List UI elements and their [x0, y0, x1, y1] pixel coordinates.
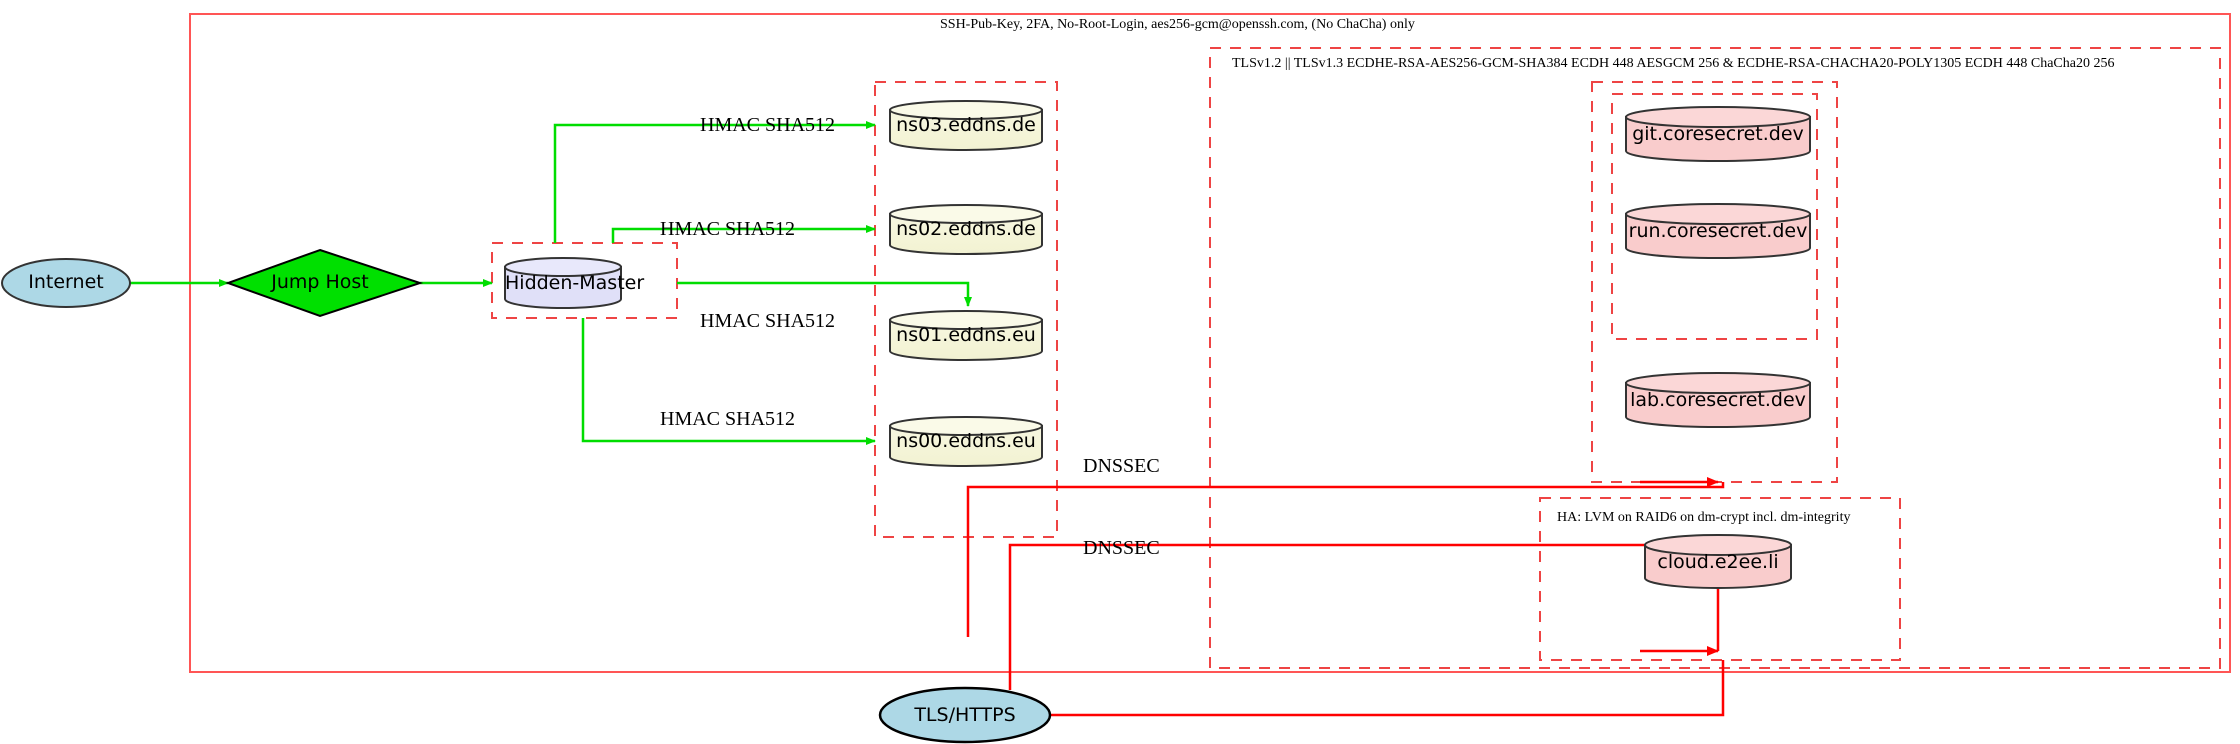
- node-git-coresecret[interactable]: [1625, 106, 1811, 162]
- tls-cluster-box: [1209, 47, 2221, 669]
- edge-label-hmac-ns01: HMAC SHA512: [700, 310, 836, 332]
- ssh-policy-label: SSH-Pub-Key, 2FA, No-Root-Login, aes256-…: [940, 17, 1415, 32]
- node-ns02[interactable]: [889, 204, 1043, 255]
- dns-cluster-box: [874, 81, 1058, 538]
- edge-label-hmac-ns03: HMAC SHA512: [700, 114, 836, 136]
- storage-cluster-box: [1539, 497, 1901, 661]
- edge-hiddenmaster-to-ns03: [553, 121, 876, 243]
- edge-dnssec-lower: [1008, 543, 1718, 690]
- edge-hiddenmaster-to-ns00: [581, 318, 876, 445]
- node-lab-coresecret[interactable]: [1625, 372, 1811, 428]
- edge-label-dnssec-upper: DNSSEC: [1083, 455, 1160, 477]
- node-hidden-master[interactable]: [504, 257, 622, 309]
- edge-hiddenmaster-to-ns01: [677, 281, 972, 307]
- edge-hiddenmaster-to-ns02: [611, 225, 876, 243]
- node-tls-https[interactable]: [878, 686, 1052, 744]
- ssh-boundary-box: [189, 13, 2231, 673]
- edge-label-hmac-ns02: HMAC SHA512: [660, 218, 796, 240]
- edge-label-dnssec-lower: DNSSEC: [1083, 537, 1160, 559]
- node-ns00[interactable]: [889, 416, 1043, 467]
- node-run-coresecret[interactable]: [1625, 203, 1811, 259]
- node-ns01[interactable]: [889, 310, 1043, 361]
- storage-policy-label: HA: LVM on RAID6 on dm-crypt incl. dm-in…: [1557, 510, 1851, 525]
- coresecret-inner-cluster-box: [1611, 93, 1818, 340]
- edge-label-hmac-ns00: HMAC SHA512: [660, 408, 796, 430]
- node-jump-host[interactable]: [225, 248, 424, 318]
- tls-policy-label: TLSv1.2 || TLSv1.3 ECDHE-RSA-AES256-GCM-…: [1232, 56, 2115, 71]
- node-ns03[interactable]: [889, 100, 1043, 151]
- edge-tlshttps-to-right: [1050, 660, 1725, 717]
- edge-dnssec-upper: [966, 482, 1725, 637]
- node-internet[interactable]: [1, 258, 131, 308]
- node-cloud-e2ee[interactable]: [1644, 534, 1792, 589]
